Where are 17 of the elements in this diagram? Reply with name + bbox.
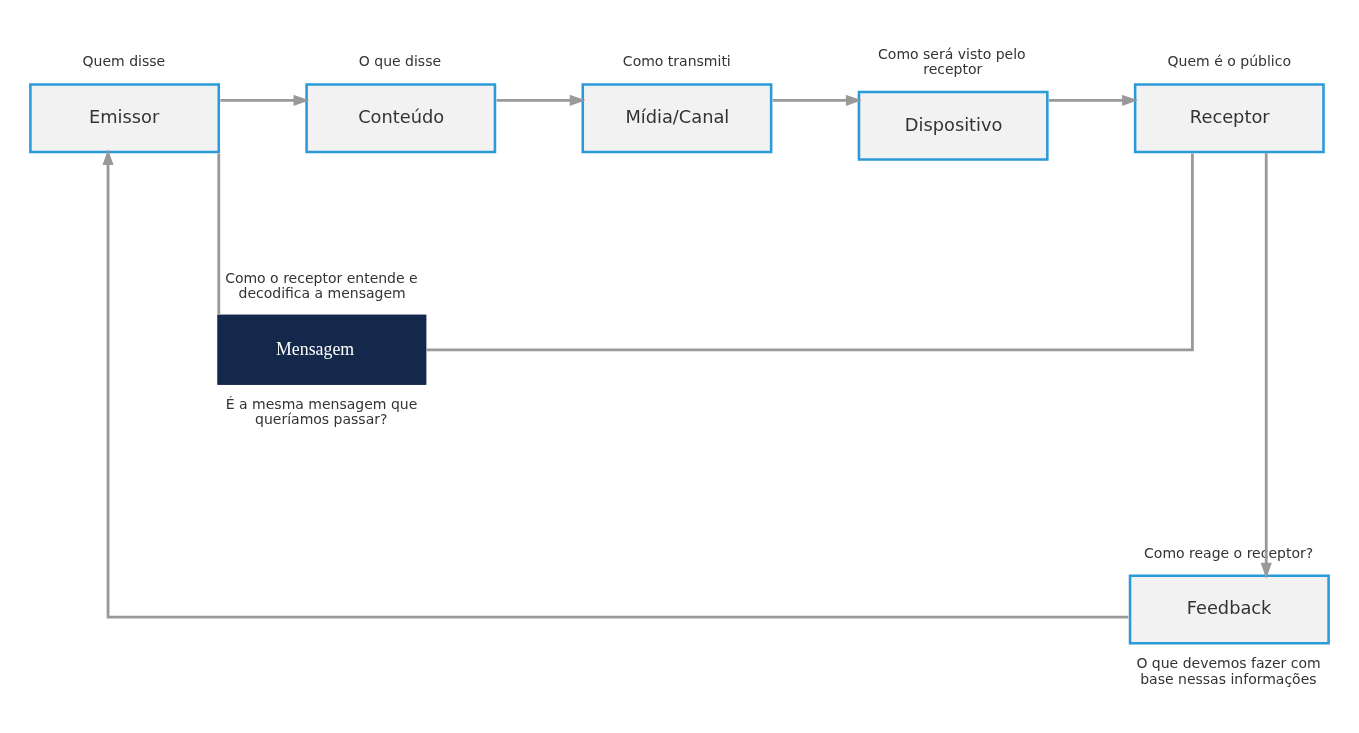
node-label: Como será visto pelo receptor [878, 45, 1026, 77]
node-label: Como reage o receptor? [1144, 544, 1314, 561]
arrow [102, 148, 1129, 618]
node-label: O que devemos fazer com base nessas informações [1136, 654, 1321, 687]
node-label: Como transmiti [622, 52, 731, 69]
connector [217, 153, 221, 315]
node-label: Quem disse [82, 52, 166, 69]
arrow [496, 94, 586, 106]
node-label: Quem é o público [1167, 52, 1291, 69]
connector [426, 152, 1194, 351]
arrow [1260, 152, 1272, 579]
arrow [220, 94, 310, 106]
node-label: Como o receptor entende e decodifica a mensagem [225, 269, 418, 301]
node-label: O que disse [358, 52, 442, 69]
arrow [1048, 94, 1138, 106]
node-label: É a mesma mensagem que queríamos passar? [225, 395, 418, 427]
arrow [772, 94, 862, 106]
